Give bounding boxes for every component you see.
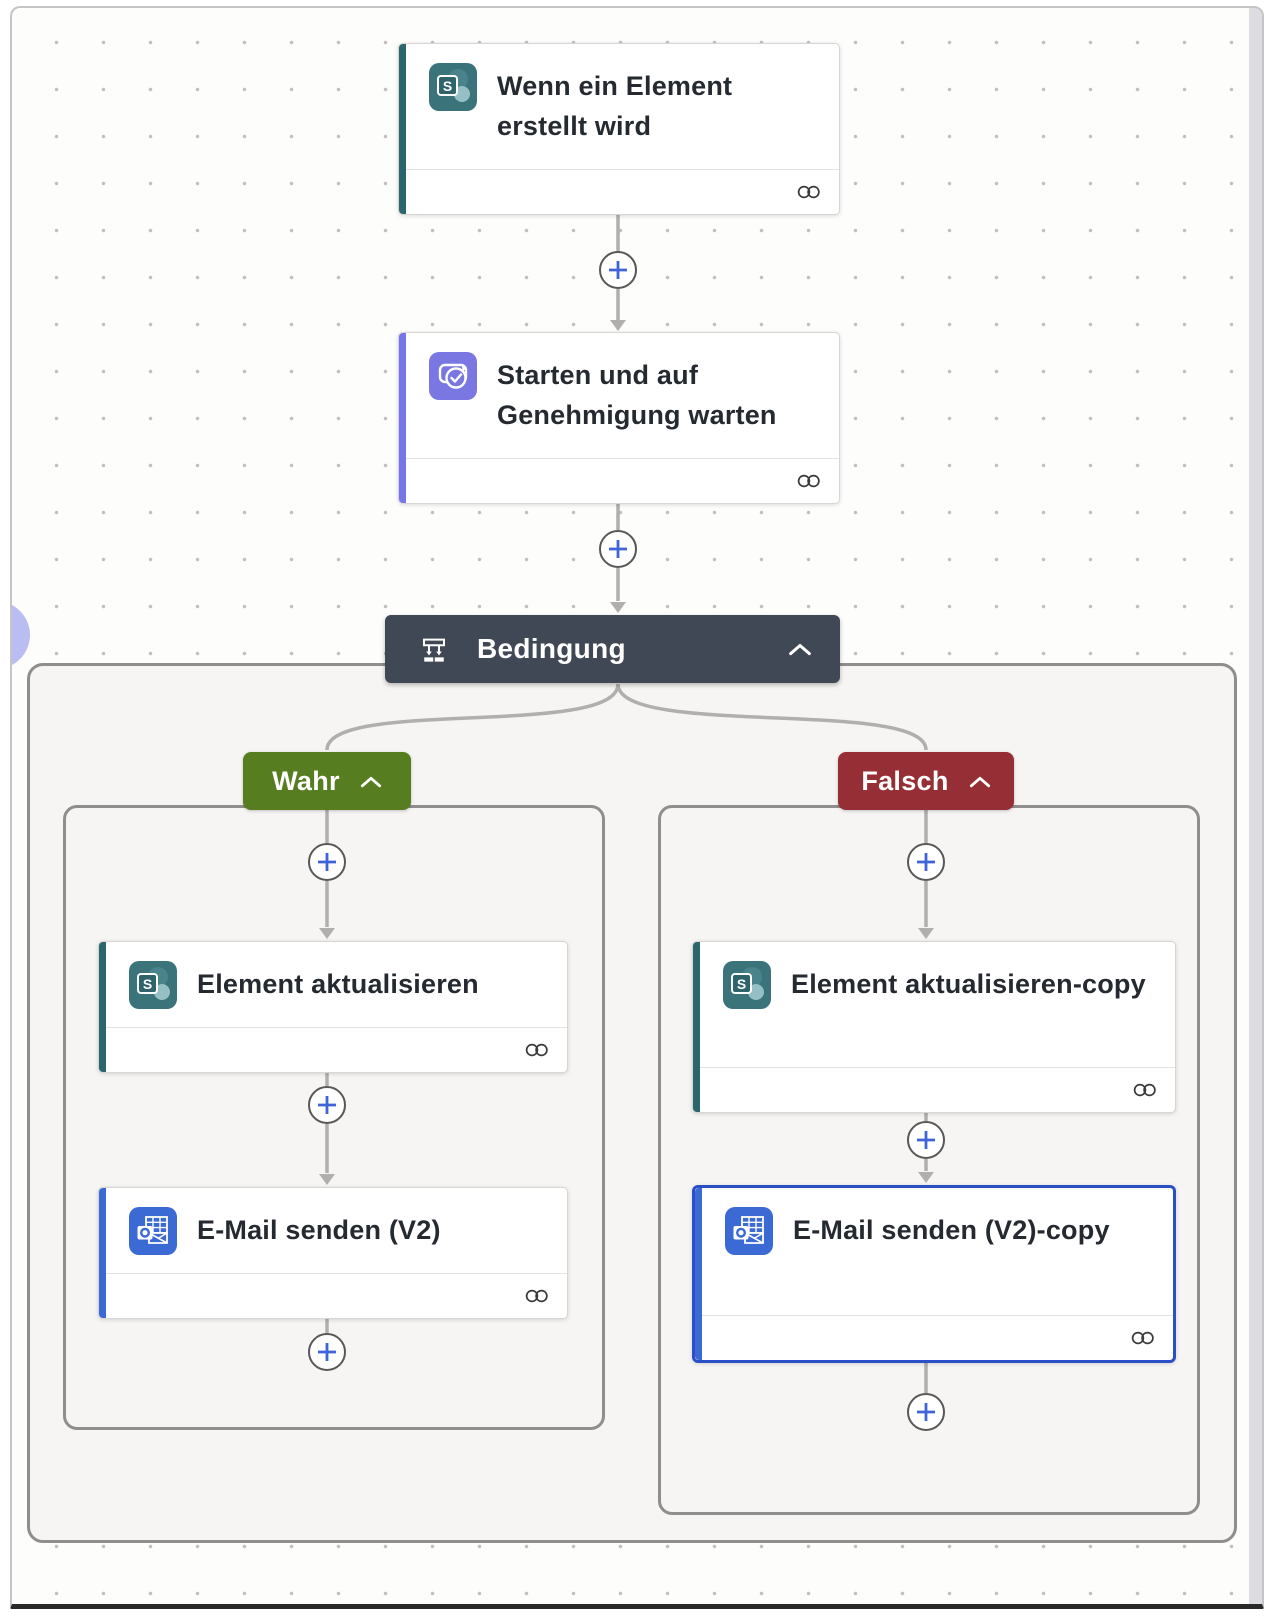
plus-icon — [917, 853, 935, 871]
condition-branch-icon — [423, 638, 445, 662]
chevron-up-icon[interactable] — [360, 775, 382, 788]
insert-step-button[interactable] — [599, 530, 637, 568]
branch-label-true[interactable]: Wahr — [243, 752, 411, 810]
approvals-accent-bar — [399, 333, 406, 503]
chevron-up-icon[interactable] — [788, 642, 812, 656]
sharepoint-accent-bar — [693, 942, 700, 1112]
outlook-send-email-icon — [129, 1207, 177, 1255]
side-panel-handle[interactable] — [12, 601, 30, 669]
plus-icon — [609, 540, 627, 558]
branch-label-false[interactable]: Falsch — [838, 752, 1014, 810]
outlook-accent-bar — [99, 1188, 106, 1318]
insert-step-button[interactable] — [907, 843, 945, 881]
link-icon — [797, 185, 820, 199]
chevron-up-icon[interactable] — [969, 775, 991, 788]
false-branch-container — [658, 805, 1200, 1515]
plus-icon — [917, 1131, 935, 1149]
insert-step-button[interactable] — [308, 843, 346, 881]
vertical-scrollbar[interactable] — [1249, 8, 1262, 1604]
trigger-title: Wenn ein Element erstellt wird — [497, 71, 733, 141]
insert-step-button[interactable] — [308, 1086, 346, 1124]
insert-step-button[interactable] — [308, 1333, 346, 1371]
branch-true-text: Wahr — [272, 765, 340, 796]
action-card-update-item[interactable]: S Element aktualisieren — [98, 941, 568, 1073]
sharepoint-icon: S — [429, 63, 477, 111]
branch-false-text: Falsch — [861, 765, 949, 796]
action-title: Element aktualisieren — [197, 969, 479, 999]
link-icon — [1131, 1331, 1154, 1345]
sharepoint-icon: S — [723, 961, 771, 1009]
insert-step-button[interactable] — [907, 1121, 945, 1159]
action-title: E-Mail senden (V2)-copy — [793, 1215, 1110, 1245]
condition-header[interactable]: Bedingung — [385, 615, 840, 683]
condition-title: Bedingung — [477, 633, 626, 664]
link-icon — [525, 1043, 548, 1057]
sharepoint-icon: S — [129, 961, 177, 1009]
action-card-start-approval[interactable]: Starten und auf Genehmigung warten — [398, 332, 840, 504]
insert-step-button[interactable] — [907, 1393, 945, 1431]
trigger-card-when-item-created[interactable]: S Wenn ein Element erstellt wird — [398, 43, 840, 215]
svg-text:S: S — [143, 976, 152, 992]
action-title: Element aktualisieren-copy — [791, 969, 1146, 999]
sharepoint-accent-bar — [99, 942, 106, 1072]
plus-icon — [318, 1343, 336, 1361]
approval-title: Starten und auf Genehmigung warten — [497, 360, 777, 430]
plus-icon — [318, 1096, 336, 1114]
action-card-send-email[interactable]: E-Mail senden (V2) — [98, 1187, 568, 1319]
insert-step-button[interactable] — [599, 251, 637, 289]
action-title: E-Mail senden (V2) — [197, 1215, 441, 1245]
svg-text:S: S — [443, 78, 452, 94]
plus-icon — [609, 261, 627, 279]
action-card-update-item-copy[interactable]: S Element aktualisieren-copy — [692, 941, 1176, 1113]
link-icon — [1133, 1083, 1156, 1097]
link-icon — [797, 474, 820, 488]
plus-icon — [917, 1403, 935, 1421]
designer-window: S Wenn ein Element erstellt wird — [10, 6, 1264, 1609]
outlook-accent-bar — [695, 1188, 702, 1360]
svg-text:S: S — [737, 976, 746, 992]
link-icon — [525, 1289, 548, 1303]
sharepoint-accent-bar — [399, 44, 406, 214]
plus-icon — [318, 853, 336, 871]
flow-canvas[interactable]: S Wenn ein Element erstellt wird — [12, 8, 1262, 1604]
action-card-send-email-copy[interactable]: E-Mail senden (V2)-copy — [692, 1185, 1176, 1363]
outlook-send-email-icon — [725, 1207, 773, 1255]
approvals-icon — [429, 352, 477, 400]
